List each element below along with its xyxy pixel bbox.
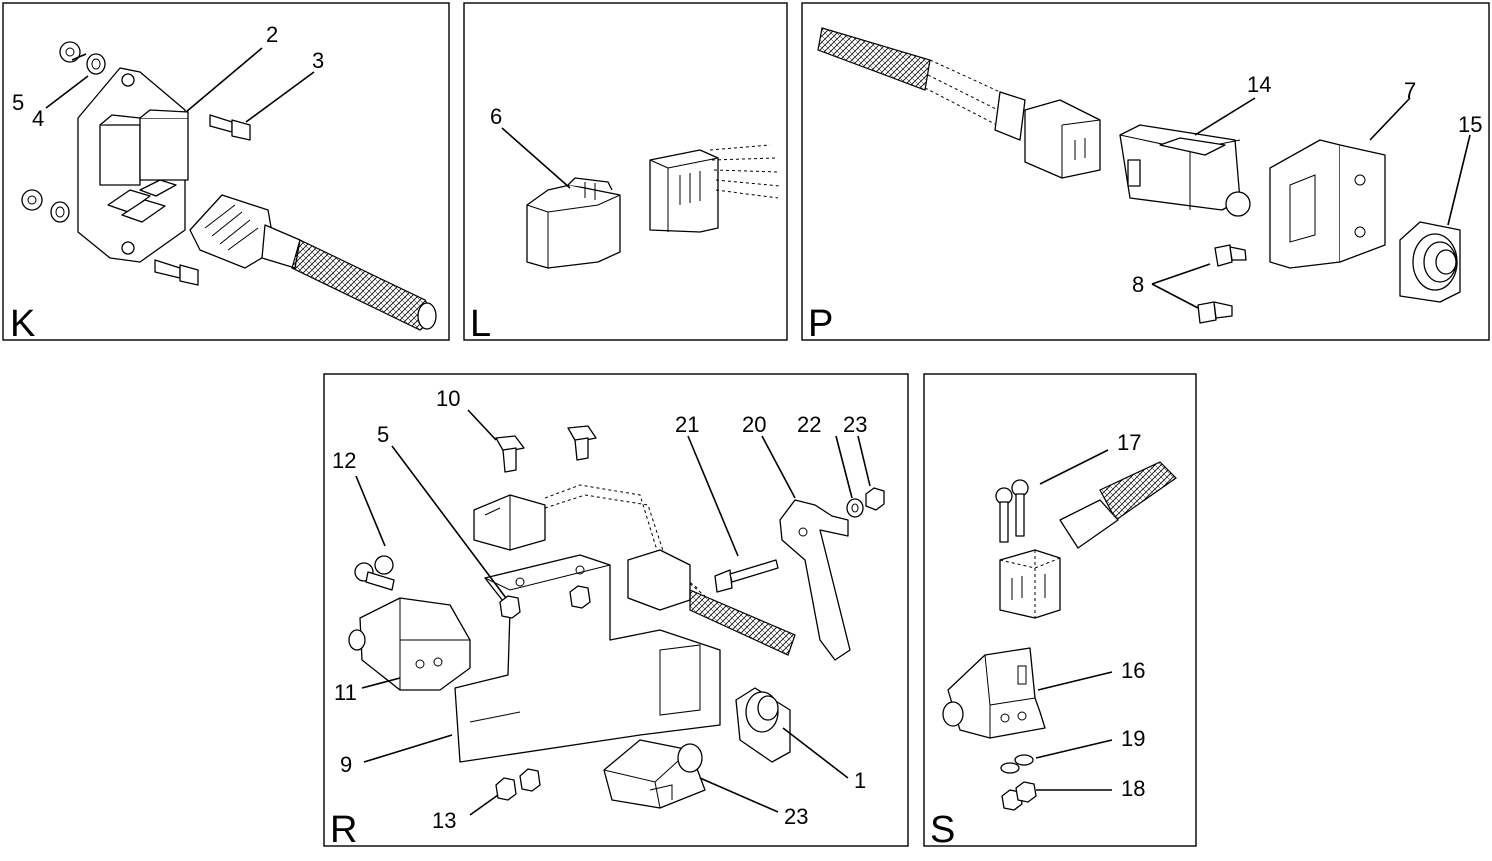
callout-s-19: 19 <box>1121 726 1145 751</box>
panel-s: 17 16 19 18 S <box>923 373 1197 851</box>
callout-r-13: 13 <box>432 808 456 833</box>
callout-s-17: 17 <box>1117 430 1141 455</box>
panel-l-label: L <box>470 303 491 345</box>
callout-p-7: 7 <box>1404 78 1416 103</box>
panel-r: 10 5 12 21 20 22 23 11 9 13 1 23 R <box>323 373 909 851</box>
panel-s-label: S <box>930 809 955 851</box>
panel-p-frame <box>801 2 1490 341</box>
harness-s <box>999 461 1177 619</box>
callout-r-5: 5 <box>377 422 389 447</box>
nut-5-r <box>499 585 591 619</box>
callout-r-23-top: 23 <box>843 412 867 437</box>
screws-17 <box>995 479 1029 543</box>
bracket-9 <box>454 554 721 763</box>
screw-3-k <box>209 114 251 141</box>
washer-4-k <box>86 53 106 75</box>
callout-k-2: 2 <box>266 22 278 47</box>
panel-p-label: P <box>808 303 833 345</box>
connector-6 <box>526 177 621 269</box>
panel-l: 6 L <box>463 2 788 345</box>
callout-l-6: 6 <box>490 104 502 129</box>
callout-p-15: 15 <box>1458 112 1482 137</box>
callout-r-10: 10 <box>436 386 460 411</box>
panel-k: 5 4 2 3 K <box>2 2 450 345</box>
callout-r-12: 12 <box>332 448 356 473</box>
bolt-21 <box>714 559 779 593</box>
bracket-7 <box>1269 139 1386 269</box>
callout-k-5: 5 <box>12 90 24 115</box>
washer-22 <box>846 498 864 518</box>
callout-s-16: 16 <box>1121 658 1145 683</box>
button-15 <box>1399 221 1461 303</box>
screws-10 <box>495 425 597 473</box>
callout-r-11: 11 <box>334 680 357 705</box>
connector-harness-k <box>189 194 437 331</box>
callout-r-22: 22 <box>797 412 821 437</box>
nuts-13 <box>495 768 541 801</box>
callout-r-21: 21 <box>675 412 699 437</box>
actuator-16 <box>942 647 1046 739</box>
nut-23-top <box>865 487 885 511</box>
panel-p: 14 7 15 8 P <box>801 2 1490 345</box>
nuts-18 <box>1001 781 1037 811</box>
harness-r <box>473 484 796 656</box>
panel-r-label: R <box>330 809 357 851</box>
harness-p <box>817 27 1101 179</box>
switch-14 <box>1119 124 1251 217</box>
callout-p-8: 8 <box>1132 272 1144 297</box>
callout-k-3: 3 <box>312 48 324 73</box>
nut-5-k <box>59 41 81 63</box>
panel-r-frame <box>323 373 909 847</box>
callout-r-1: 1 <box>854 768 866 793</box>
bracket-20 <box>779 499 851 661</box>
screws-12 <box>354 555 395 591</box>
panel-k-label: K <box>10 303 35 345</box>
relay-assembly <box>77 67 189 263</box>
button-1 <box>735 687 791 763</box>
callout-r-23-bottom: 23 <box>784 804 808 829</box>
panel-k-frame <box>2 2 450 341</box>
screws-8 <box>1197 244 1247 324</box>
callout-r-20: 20 <box>742 412 766 437</box>
actuator-11 <box>348 597 471 691</box>
washers-19 <box>1000 754 1034 774</box>
connector-mate-l <box>649 144 781 233</box>
callout-r-9: 9 <box>340 752 352 777</box>
callout-s-18: 18 <box>1121 776 1145 801</box>
panel-s-frame <box>923 373 1197 847</box>
switch-23-bottom <box>603 739 706 809</box>
callout-k-4: 4 <box>32 106 44 131</box>
panel-l-frame <box>463 2 788 341</box>
callout-p-14: 14 <box>1247 72 1271 97</box>
